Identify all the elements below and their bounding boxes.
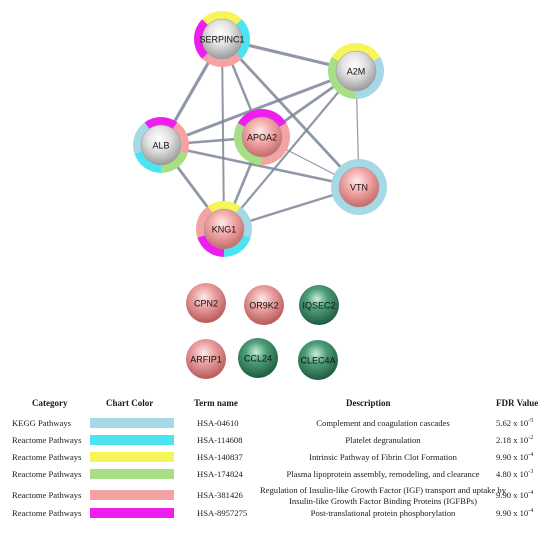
legend-fdr: 2.18 x 10-2 xyxy=(496,435,533,445)
isolated-node-label-arfip1: ARFIP1 xyxy=(190,355,222,365)
legend-fdr: 9.90 x 10-4 xyxy=(496,452,533,462)
header-fdr: FDR Value xyxy=(496,398,539,408)
isolated-node-label-ccl24: CCL24 xyxy=(244,354,272,364)
fdr-base: 5.62 x 10 xyxy=(496,418,529,428)
legend-fdr: 4.80 x 10-3 xyxy=(496,469,533,479)
legend-term: HSA-381426 xyxy=(197,490,243,500)
node-label-apoa2: APOA2 xyxy=(247,133,277,143)
legend-category: Reactome Pathways xyxy=(12,490,82,500)
isolated-node-sphere-ccl24 xyxy=(238,338,278,378)
legend-description: Intrinsic Pathway of Fibrin Clot Formati… xyxy=(309,452,457,462)
isolated-node-arfip1[interactable]: ARFIP1 xyxy=(186,339,226,379)
fdr-exponent: -2 xyxy=(528,435,534,442)
fdr-exponent: -5 xyxy=(528,418,534,425)
edge-serpinc1-vtn xyxy=(220,38,361,188)
legend-category: Reactome Pathways xyxy=(12,508,82,518)
legend-category: Reactome Pathways xyxy=(12,469,82,479)
legend-fdr: 9.90 x 10-4 xyxy=(496,490,533,500)
node-alb[interactable]: ALB xyxy=(133,117,189,173)
legend-color-swatch xyxy=(90,418,174,428)
legend-fdr: 9.90 x 10-4 xyxy=(496,508,533,518)
isolated-node-sphere-clec4a xyxy=(298,340,338,380)
legend-color-swatch xyxy=(90,452,174,462)
isolated-node-label-clec4a: CLEC4A xyxy=(300,356,335,366)
legend-category: Reactome Pathways xyxy=(12,452,82,462)
isolated-node-cpn2[interactable]: CPN2 xyxy=(186,283,226,323)
header-term-name: Term name xyxy=(194,398,238,408)
isolated-node-ccl24[interactable]: CCL24 xyxy=(238,338,278,378)
node-sphere-kng1 xyxy=(203,208,245,250)
node-apoa2[interactable]: APOA2 xyxy=(234,108,291,165)
legend-description: Complement and coagulation cascades xyxy=(316,418,450,428)
isolated-node-iqsec2[interactable]: IQSEC2 xyxy=(299,285,339,325)
isolated-node-sphere-arfip1 xyxy=(186,339,226,379)
header-category: Category xyxy=(32,398,68,408)
header-description: Description xyxy=(346,398,391,408)
fdr-base: 2.18 x 10 xyxy=(496,435,529,445)
node-sphere-serpinc1 xyxy=(201,18,243,60)
node-label-vtn: VTN xyxy=(350,183,368,193)
legend-fdr: 5.62 x 10-5 xyxy=(496,418,533,428)
node-kng1[interactable]: KNG1 xyxy=(196,201,252,257)
legend-color-swatch xyxy=(90,490,174,500)
legend-category: Reactome Pathways xyxy=(12,435,82,445)
legend-term: HSA-174824 xyxy=(197,469,243,479)
fdr-base: 9.90 x 10 xyxy=(496,508,529,518)
node-vtn[interactable]: VTN xyxy=(331,159,387,215)
isolated-node-label-iqsec2: IQSEC2 xyxy=(302,301,335,311)
node-sphere-apoa2 xyxy=(241,116,283,158)
edge-serpinc1-kng1 xyxy=(221,38,225,230)
legend-category: KEGG Pathways xyxy=(12,418,71,428)
edge-alb-vtn xyxy=(160,143,360,189)
node-label-kng1: KNG1 xyxy=(212,225,237,235)
edge-a2m-kng1 xyxy=(223,70,357,230)
isolated-node-sphere-or9k2 xyxy=(244,285,284,325)
node-label-serpinc1: SERPINC1 xyxy=(199,35,244,45)
header-chart-color: Chart Color xyxy=(106,398,154,408)
fdr-base: 9.90 x 10 xyxy=(496,452,529,462)
legend-color-swatch xyxy=(90,435,174,445)
isolated-node-label-or9k2: OR9K2 xyxy=(249,301,279,311)
node-sphere-alb xyxy=(140,124,182,166)
node-sphere-a2m xyxy=(335,50,377,92)
fdr-exponent: -4 xyxy=(528,490,534,497)
fdr-exponent: -4 xyxy=(528,452,534,459)
node-serpinc1[interactable]: SERPINC1 xyxy=(194,10,251,68)
legend-description: Regulation of Insulin-like Growth Factor… xyxy=(259,485,507,506)
fdr-exponent: -4 xyxy=(528,508,534,515)
legend-term: HSA-8957275 xyxy=(197,508,248,518)
isolated-node-or9k2[interactable]: OR9K2 xyxy=(244,285,284,325)
isolated-node-clec4a[interactable]: CLEC4A xyxy=(298,340,338,380)
fdr-exponent: -3 xyxy=(528,469,534,476)
fdr-base: 9.90 x 10 xyxy=(496,490,529,500)
node-sphere-vtn xyxy=(338,166,380,208)
isolated-node-sphere-cpn2 xyxy=(186,283,226,323)
legend-term: HSA-140837 xyxy=(197,452,243,462)
legend-color-swatch xyxy=(90,508,174,518)
edge-a2m-alb xyxy=(160,69,357,147)
node-label-alb: ALB xyxy=(152,141,169,151)
legend-description: Post-translational protein phosphorylati… xyxy=(310,508,456,518)
isolated-node-sphere-iqsec2 xyxy=(299,285,339,325)
node-label-a2m: A2M xyxy=(347,67,366,77)
legend-term: HSA-04610 xyxy=(197,418,239,428)
fdr-base: 4.80 x 10 xyxy=(496,469,529,479)
legend-description: Plasma lipoprotein assembly, remodeling,… xyxy=(286,469,480,479)
legend-table: Category Chart Color Term name Descripti… xyxy=(0,391,550,537)
legend-color-swatch xyxy=(90,469,174,479)
node-a2m[interactable]: A2M xyxy=(328,43,385,99)
isolated-node-label-cpn2: CPN2 xyxy=(194,299,218,309)
legend-term: HSA-114608 xyxy=(197,435,243,445)
legend-description: Platelet degranulation xyxy=(345,435,421,445)
